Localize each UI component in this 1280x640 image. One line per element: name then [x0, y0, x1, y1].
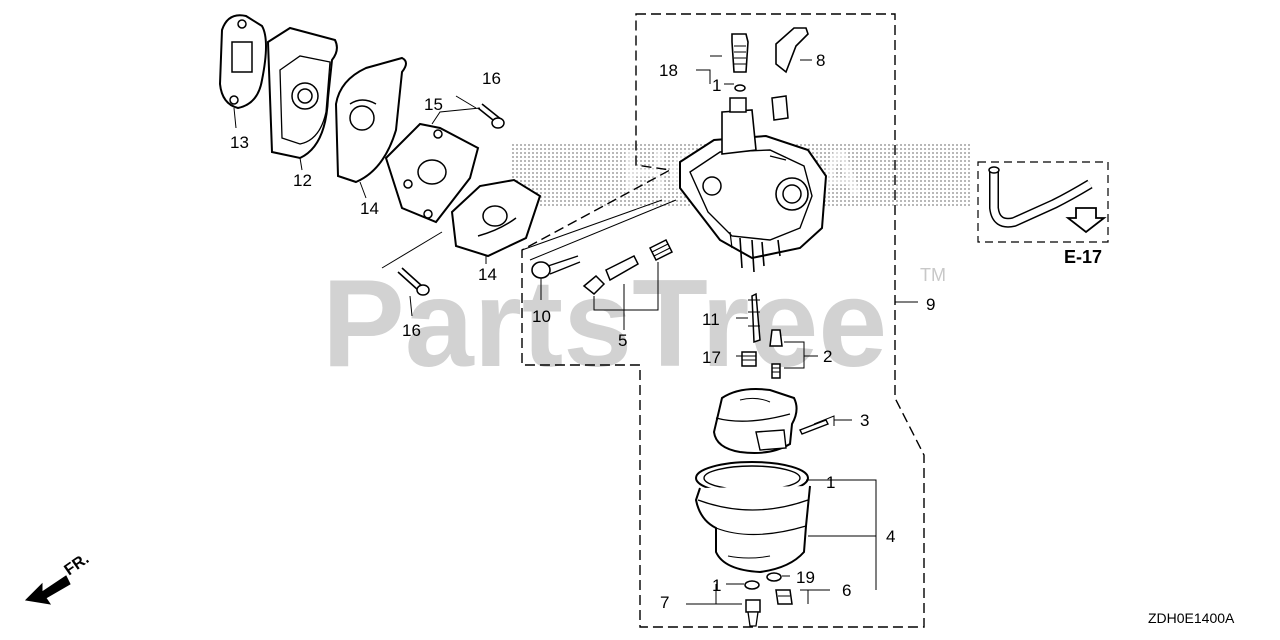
gasket-13-icon — [218, 14, 267, 110]
float-3-icon — [712, 388, 829, 454]
washer-1-bottom-icon — [744, 580, 760, 590]
callout-11: 11 — [702, 310, 720, 329]
choke-lever-8-icon — [771, 27, 809, 121]
insulator-15-icon — [384, 122, 480, 224]
float-chamber-4-icon — [694, 461, 811, 574]
fuel-hose-icon — [988, 166, 1093, 228]
bolt-7-icon — [745, 599, 761, 627]
bolt-16-upper-icon — [477, 103, 505, 129]
washer-19-icon — [766, 572, 782, 582]
callout-2: 2 — [823, 347, 833, 366]
callout-16-lower: 16 — [402, 321, 421, 340]
callout-8: 8 — [816, 51, 826, 70]
callout-18: 18 — [659, 61, 678, 80]
callout-1-top: 1 — [712, 76, 722, 95]
drain-bolt-6-icon — [775, 589, 793, 605]
front-arrow-icon — [24, 575, 71, 605]
callout-9: 9 — [926, 295, 936, 314]
callout-14-upper: 14 — [360, 199, 379, 218]
callout-16-upper: 16 — [482, 69, 501, 88]
pilot-screw-set-5-icon — [582, 238, 674, 296]
callout-3: 3 — [860, 411, 870, 430]
callout-7: 7 — [660, 593, 670, 612]
callout-17: 17 — [702, 348, 721, 367]
hose-boundary — [977, 161, 1109, 243]
gasket-14-lower-icon — [450, 178, 542, 258]
callout-10: 10 — [532, 307, 551, 326]
bolt-16-lower-icon — [397, 267, 430, 296]
callout-13: 13 — [230, 133, 249, 152]
float-valve-2-icon — [769, 329, 783, 379]
callout-4: 4 — [886, 527, 896, 546]
diagram-code: ZDH0E1400A — [1148, 610, 1235, 626]
callout-5: 5 — [618, 331, 628, 350]
callout-19: 19 — [796, 568, 815, 587]
callout-6: 6 — [842, 581, 852, 600]
callout-12: 12 — [293, 171, 312, 190]
trademark-mark: TM — [920, 265, 946, 285]
insulator-12-icon — [266, 26, 338, 160]
callout-1-mid: 1 — [826, 473, 836, 492]
gasket-14-upper-icon — [334, 56, 407, 184]
pilot-screw-18-icon — [731, 33, 749, 92]
callout-14-lower: 14 — [478, 265, 497, 284]
main-jet-17-icon — [741, 351, 757, 367]
reference-label: E-17 — [1064, 247, 1103, 267]
callout-15: 15 — [424, 95, 443, 114]
carburetor-assembly-boundary — [521, 13, 925, 628]
callout-1-bottom: 1 — [712, 576, 722, 595]
throttle-stop-screw-10-icon — [531, 255, 581, 279]
main-nozzle-11-icon — [748, 292, 761, 344]
reference-arrow-icon — [1065, 207, 1107, 234]
carburetor-body-icon — [679, 97, 828, 273]
